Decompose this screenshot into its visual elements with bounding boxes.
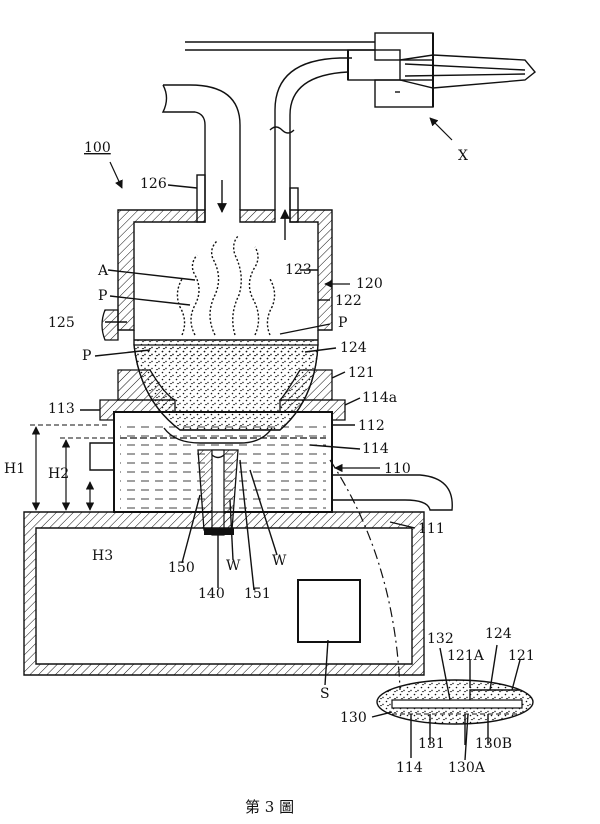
detail-label-124: 124	[485, 626, 512, 642]
label-w-1: W	[226, 558, 241, 574]
label-121: 121	[348, 365, 375, 381]
label-122: 122	[335, 293, 362, 309]
base	[23, 511, 425, 676]
label-140: 140	[198, 586, 225, 602]
detail-label-130a: 130A	[448, 760, 486, 776]
label-124: 124	[340, 340, 367, 356]
label-120: 120	[356, 276, 383, 292]
label-111: 111	[418, 521, 445, 537]
leader-lines	[80, 91, 521, 761]
detail-label-131: 131	[418, 736, 445, 752]
label-s: S	[320, 686, 330, 702]
label-h2: H2	[48, 466, 69, 482]
height-dimensions	[30, 424, 114, 511]
label-w-2: W	[272, 553, 287, 569]
label-p-1: P	[98, 288, 107, 304]
label-h1: H1	[4, 461, 25, 477]
label-x: X	[458, 148, 468, 164]
label-114: 114	[362, 441, 389, 457]
label-device-100: 100	[84, 140, 111, 156]
label-123: 123	[285, 262, 312, 278]
label-114a: 114a	[362, 390, 397, 406]
label-p-2: P	[338, 315, 347, 331]
detail-label-130b: 130B	[475, 736, 512, 752]
detail-label-121: 121	[508, 648, 535, 664]
label-126: 126	[140, 176, 167, 192]
label-125: 125	[48, 315, 75, 331]
label-113: 113	[48, 401, 75, 417]
detail-label-114: 114	[396, 760, 423, 776]
label-150: 150	[168, 560, 195, 576]
detail-label-130: 130	[340, 710, 367, 726]
label-151: 151	[244, 586, 271, 602]
detail-label-121a: 121A	[447, 648, 485, 664]
label-112: 112	[358, 418, 385, 434]
label-h3: H3	[92, 548, 113, 564]
label-p-3: P	[82, 348, 91, 364]
detail-view	[376, 679, 534, 725]
label-110: 110	[384, 461, 411, 477]
label-a: A	[97, 263, 109, 279]
figure-caption: 第 3 圖	[245, 798, 294, 816]
upper-cup	[101, 174, 333, 431]
detail-label-132: 132	[427, 631, 454, 647]
nozzle-assembly	[185, 32, 536, 108]
vapor-plumes	[176, 234, 276, 336]
inlet-pipes	[161, 57, 352, 240]
